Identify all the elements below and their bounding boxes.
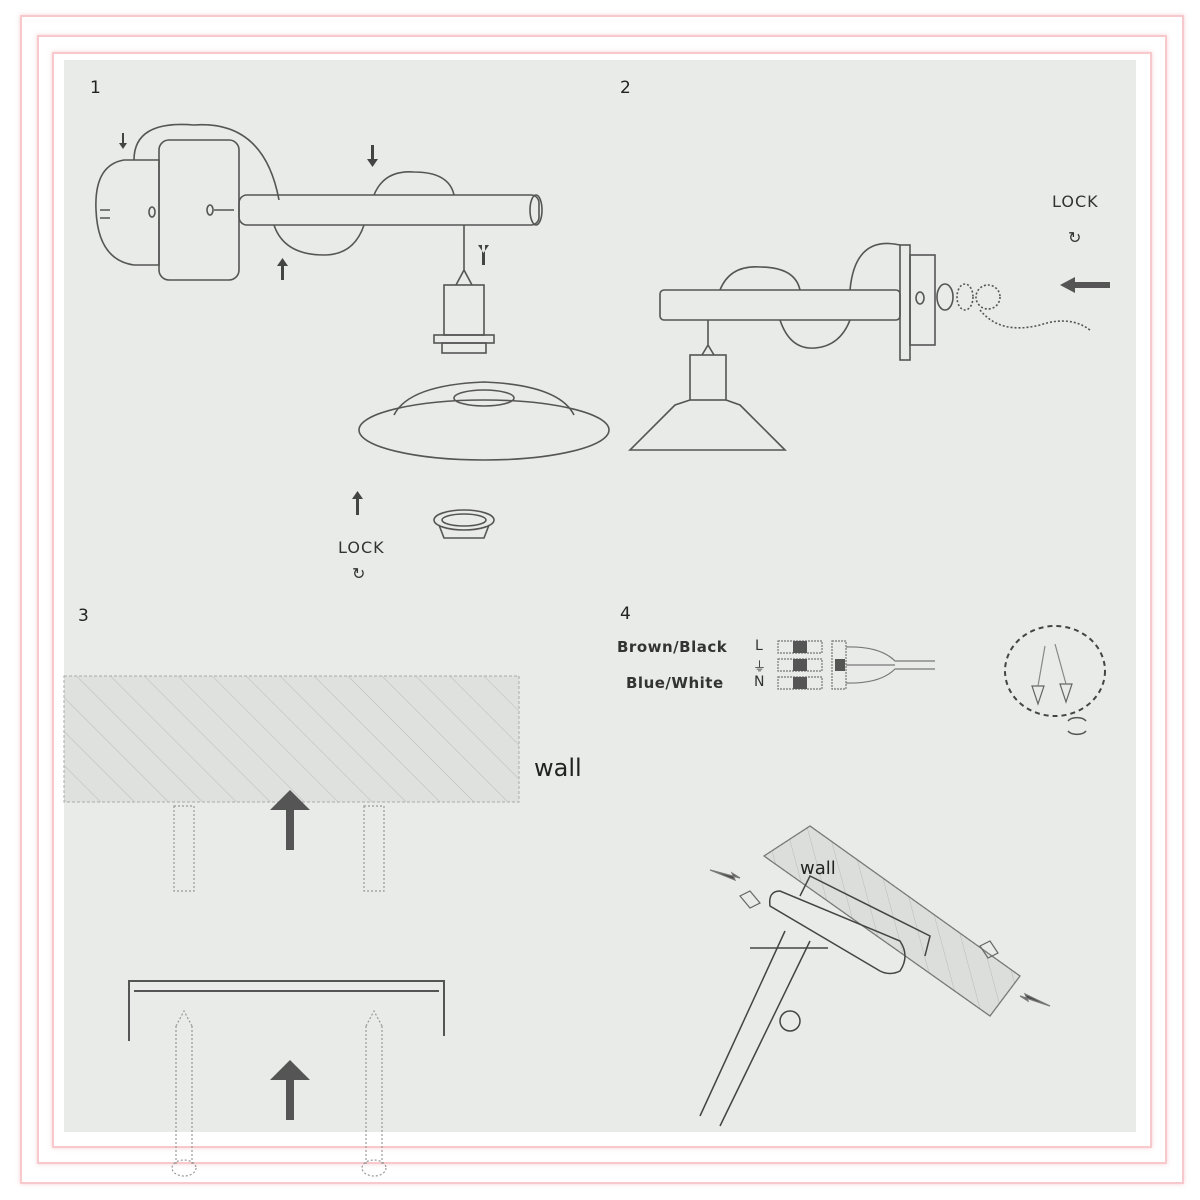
- step-2-panel: 2 LOCK ↻: [600, 60, 1136, 596]
- wire-label-live: Brown/Black: [617, 638, 728, 656]
- wall-anchor-diagram: [63, 675, 520, 1177]
- step-1-panel: 1: [64, 60, 610, 596]
- terminal-earth: ⏚: [753, 660, 768, 675]
- terminal-L: L: [755, 638, 764, 654]
- middle-pink-frame: [37, 35, 1167, 1164]
- step-number: 3: [78, 606, 89, 626]
- instruction-sheet: 1: [63, 60, 1136, 1177]
- left-arrow-icon: [1060, 277, 1110, 293]
- step-number: 4: [620, 604, 631, 624]
- rotate-icon: ↻: [352, 564, 367, 583]
- lamp-mount-diagram: [628, 242, 1091, 451]
- arrow-icons: [119, 133, 489, 515]
- lock-label: LOCK: [1052, 192, 1099, 211]
- wall-label: wall: [534, 754, 582, 782]
- wire-label-neutral: Blue/White: [626, 674, 724, 692]
- lamp-assembly-diagram: [95, 123, 610, 539]
- lock-label: LOCK: [338, 538, 385, 557]
- rotate-icon: ↻: [1068, 228, 1083, 247]
- terminal-block-diagram: [699, 625, 1106, 1127]
- step-number: 2: [620, 78, 631, 98]
- inner-pink-frame: [52, 52, 1152, 1148]
- wall-label: wall: [800, 858, 836, 879]
- terminal-N: N: [754, 674, 766, 690]
- step-4-panel: 4 Brown/Black Blue/White L ⏚ N: [600, 596, 1136, 1132]
- outer-pink-frame: [20, 15, 1184, 1184]
- step-number: 1: [90, 78, 101, 98]
- step-3-panel: 3: [63, 596, 600, 1177]
